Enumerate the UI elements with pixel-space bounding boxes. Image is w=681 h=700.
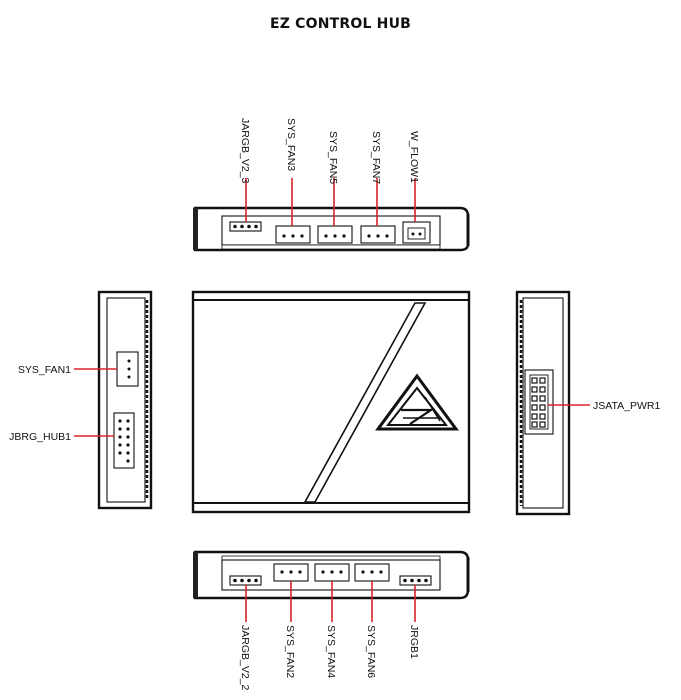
hub-top-view [191,290,471,514]
connector-jargb-v2-3 [229,221,262,232]
label-jbrg-hub1: JBRG_HUB1 [9,431,71,443]
triangle-logo [375,373,459,431]
label-sys-fan2: SYS_FAN2 [284,625,296,678]
connector-sys-fan1 [116,351,139,387]
connector-jrgb1 [399,575,432,586]
left-side-panel [97,290,153,510]
connector-sys-fan7 [360,225,396,244]
connector-jargb-v2-2 [229,575,262,586]
label-jargb-v2-3: JARGB_V2_3 [239,118,251,184]
diagram-title: EZ CONTROL HUB [269,16,412,32]
label-sys-fan3: SYS_FAN3 [285,118,297,171]
label-sys-fan1: SYS_FAN1 [18,364,71,376]
label-w-flow1: W_FLOW1 [408,131,420,183]
connector-sys-fan2 [273,563,309,582]
connector-jsata-pwr1 [524,369,554,435]
label-jargb-v2-2: JARGB_V2_2 [239,625,251,691]
connector-sys-fan5 [317,225,353,244]
connector-sys-fan3 [275,225,311,244]
connector-w-flow1 [402,221,431,244]
connector-sys-fan4 [314,563,350,582]
label-jrgb1: JRGB1 [408,625,420,659]
label-sys-fan7: SYS_FAN7 [370,131,382,184]
connector-sys-fan6 [354,563,390,582]
label-sys-fan6: SYS_FAN6 [365,625,377,678]
label-sys-fan4: SYS_FAN4 [325,625,337,678]
connector-jbrg-hub1 [113,412,135,469]
label-jsata-pwr1: JSATA_PWR1 [593,400,660,412]
label-sys-fan5: SYS_FAN5 [327,131,339,184]
